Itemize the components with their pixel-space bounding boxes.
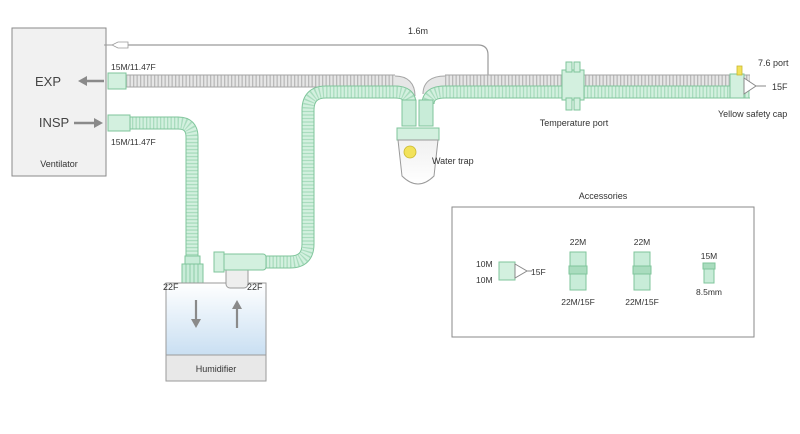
humidifier-label: Humidifier (196, 364, 237, 374)
insp-arrow-icon (74, 118, 103, 128)
insp-label: INSP (39, 115, 69, 130)
water-trap (396, 99, 440, 185)
accessory-2-bottom-label: 22M/15F (561, 297, 595, 307)
accessory-1-top-label: 10M (476, 259, 493, 269)
temperature-port-fitting (561, 61, 585, 111)
accessories-panel: Accessories 10M 10M 15F 22M 22M/15F 22M … (451, 191, 755, 338)
accessory-1-bottom-label: 10M (476, 275, 493, 285)
accessory-connector-22m-a: 22M 22M/15F (561, 237, 595, 307)
exp-label: EXP (35, 74, 61, 89)
accessory-4-bottom-label: 8.5mm (696, 287, 722, 297)
exp-connector-label: 15M/11.47F (111, 62, 156, 72)
safety-cap-label: Yellow safety cap (718, 109, 787, 119)
sample-line (104, 41, 489, 78)
accessory-2-top-label: 22M (570, 237, 587, 247)
accessories-title: Accessories (579, 191, 628, 201)
port-label: 7.6 port (758, 58, 789, 68)
accessory-4-top-label: 15M (701, 251, 718, 261)
y-piece-connector (729, 65, 766, 99)
water-trap-yellow-cap-icon (403, 145, 417, 159)
accessory-3-bottom-label: 22M/15F (625, 297, 659, 307)
accessory-adapter-10m-15f: 10M 10M 15F (476, 259, 546, 285)
expiratory-limb-tube (107, 72, 750, 97)
humidifier-left-connector-label: 22F (163, 282, 179, 292)
humidifier: Humidifier (165, 282, 267, 382)
flow-up-arrow-icon (232, 300, 242, 328)
accessory-connector-15m: 15M 8.5mm (696, 251, 722, 297)
humidifier-right-connector-label: 22F (247, 282, 263, 292)
accessory-3-top-label: 22M (634, 237, 651, 247)
ventilator-label: Ventilator (40, 159, 78, 169)
sample-line-length-label: 1.6m (408, 26, 428, 36)
accessory-connector-22m-b: 22M 22M/15F (625, 237, 659, 307)
temperature-port-label: Temperature port (540, 118, 609, 128)
flow-down-arrow-icon (191, 300, 201, 328)
water-trap-label: Water trap (432, 156, 474, 166)
accessory-1-side-label: 15F (531, 267, 546, 277)
port-size-label: 15F (772, 82, 788, 92)
humidifier-outlet-elbow (213, 251, 267, 289)
yellow-safety-cap-icon (736, 65, 743, 76)
insp-connector-label: 15M/11.47F (111, 137, 156, 147)
exp-arrow-icon (78, 76, 104, 86)
inspiratory-limb-tube (107, 114, 204, 284)
ventilator-box: Ventilator EXP INSP (11, 27, 107, 177)
